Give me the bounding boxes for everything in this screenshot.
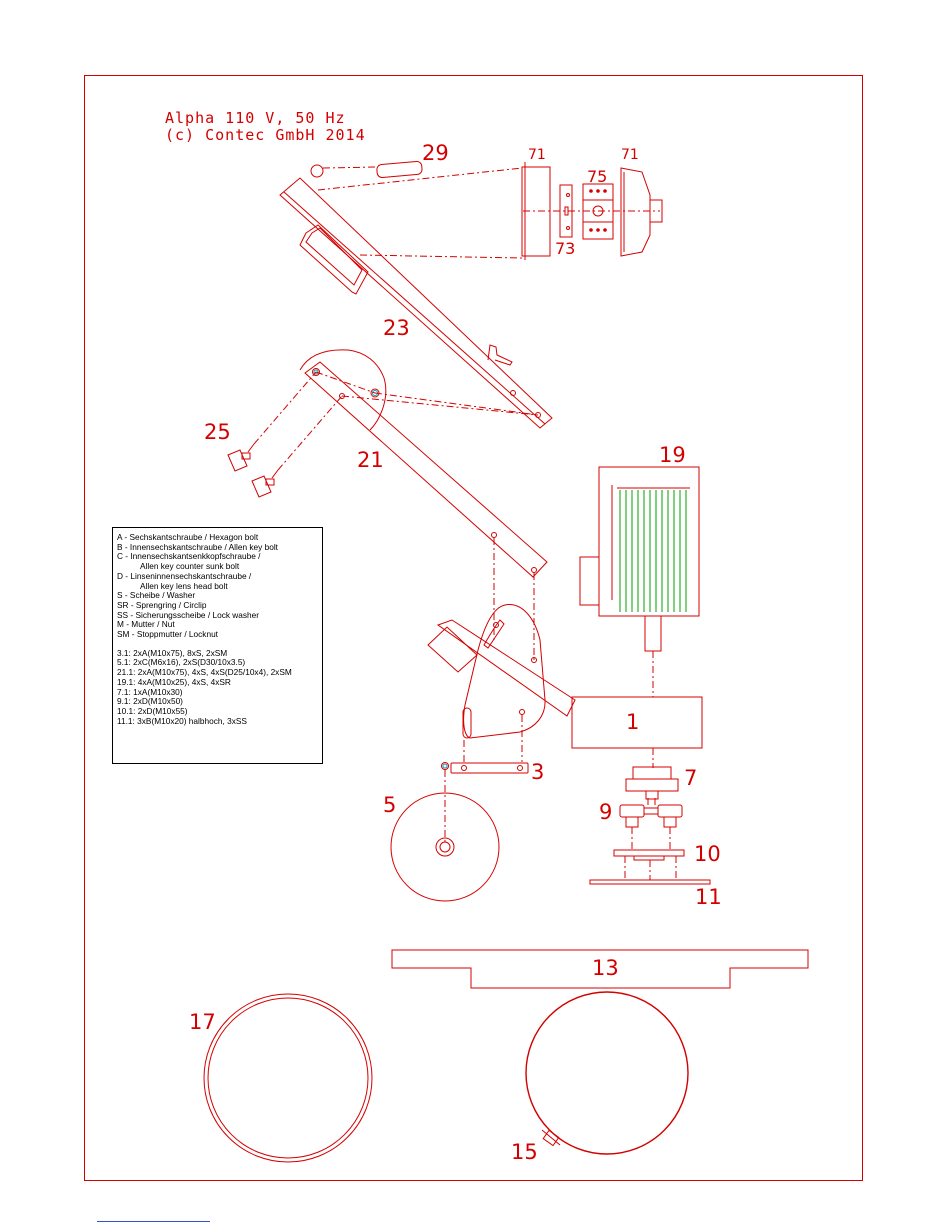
legend-fastener-row: 3.1: 2xA(M10x75), 8xS, 2xSM xyxy=(117,647,228,658)
knob-part-29 xyxy=(310,164,324,178)
label-part-1: 1 xyxy=(626,710,640,734)
label-part-3: 3 xyxy=(531,760,545,784)
frame-arm-part-21 xyxy=(299,349,548,578)
label-part-19: 19 xyxy=(659,443,686,467)
bolt-part-25a xyxy=(227,443,255,472)
cover-part-71b xyxy=(620,167,663,257)
legend-abbrev-row: SR - Sprengring / Circlip xyxy=(117,599,207,610)
switch-part-75 xyxy=(582,183,614,240)
label-part-29: 29 xyxy=(422,141,449,165)
legend-abbrev-row: D - Linseninnensechskantschraube / xyxy=(117,570,252,581)
label-part-17: 17 xyxy=(189,1010,216,1034)
label-part-5: 5 xyxy=(383,793,397,817)
legend-abbrev-row: A - Sechskantschraube / Hexagon bolt xyxy=(117,532,259,542)
footer-link-underline xyxy=(97,1221,210,1222)
plate-part-10 xyxy=(613,849,685,861)
title-model: Alpha 110 V, 50 Hz xyxy=(165,109,346,127)
gearbox-part-1 xyxy=(571,696,703,749)
switch-housing-part-71a xyxy=(521,162,551,260)
legend-fastener-row: 21.1: 2xA(M10x75), 4xS, 4xS(D25/10x4), 2… xyxy=(117,667,292,678)
legend-fastener-row: 10.1: 2xD(M10x55) xyxy=(117,705,188,716)
legend-abbrev-row: SM - Stoppmutter / Locknut xyxy=(117,629,218,640)
band-clamp-part-15 xyxy=(525,991,689,1155)
clamp-plate-assembly xyxy=(427,604,576,739)
label-part-23: 23 xyxy=(383,316,410,340)
label-part-9: 9 xyxy=(599,800,613,824)
bar-part-3 xyxy=(450,762,529,774)
label-part-15: 15 xyxy=(511,1140,538,1164)
label-part-73: 73 xyxy=(555,239,576,258)
fastener-legend: A - Sechskantschraube / Hexagon bolt B -… xyxy=(112,527,323,764)
label-part-21: 21 xyxy=(357,448,384,472)
legend-fastener-row: 5.1: 2xC(M6x16), 2xS(D30/10x3.5) xyxy=(117,657,246,668)
legend-abbrev-row: Allen key lens head bolt xyxy=(140,580,228,591)
title-copyright: (c) Contec GmbH 2014 xyxy=(165,126,366,144)
legend-abbrev-row: SS - Sicherungsscheibe / Lock washer xyxy=(117,609,260,620)
switch-plate-part-73 xyxy=(559,184,573,238)
motor-part-19 xyxy=(579,466,700,652)
label-part-25: 25 xyxy=(204,420,231,444)
legend-fastener-row: 19.1: 4xA(M10x25), 4xS, 4xSR xyxy=(117,676,231,687)
legend-fastener-row: 9.1: 2xD(M10x50) xyxy=(117,696,183,707)
label-part-75: 75 xyxy=(587,167,608,186)
label-part-7: 7 xyxy=(684,766,698,790)
label-part-11: 11 xyxy=(695,885,722,909)
clamp-part-9 xyxy=(619,798,683,828)
tray-part-13 xyxy=(391,949,809,989)
label-part-71b: 71 xyxy=(621,147,639,163)
drawing-title: Alpha 110 V, 50 Hz (c) Contec GmbH 2014 xyxy=(165,110,366,144)
legend-abbrev-row: M - Mutter / Nut xyxy=(117,619,175,630)
legend-abbrev-row: C - Innensechskantsenkkopfschraube / xyxy=(117,551,261,562)
legend-fastener-row: 11.1: 3xB(M10x20) halbhoch, 3xSS xyxy=(117,715,247,726)
label-part-13: 13 xyxy=(592,956,619,980)
handle-bar-part-23 xyxy=(279,177,553,429)
bolt-part-25b xyxy=(251,469,279,498)
label-part-71a: 71 xyxy=(528,147,546,163)
label-part-10: 10 xyxy=(694,842,721,866)
wheel-part-5 xyxy=(390,792,500,902)
drawing-border xyxy=(84,75,863,1181)
legend-fastener-row: 7.1: 1xA(M10x30) xyxy=(117,686,183,697)
ring-part-17 xyxy=(203,993,373,1163)
base-plate-part-11 xyxy=(589,879,711,885)
legend-abbrev-row: S - Scheibe / Washer xyxy=(117,590,196,601)
grip-part-29 xyxy=(376,160,423,178)
legend-abbrev-row: Allen key counter sunk bolt xyxy=(140,561,240,572)
coupling-part-7 xyxy=(625,766,679,800)
legend-abbrev-row: B - Innensechskantschraube / Allen key b… xyxy=(117,541,278,552)
washer-part-3 xyxy=(441,762,449,770)
motor-cooling-fins xyxy=(619,490,687,612)
